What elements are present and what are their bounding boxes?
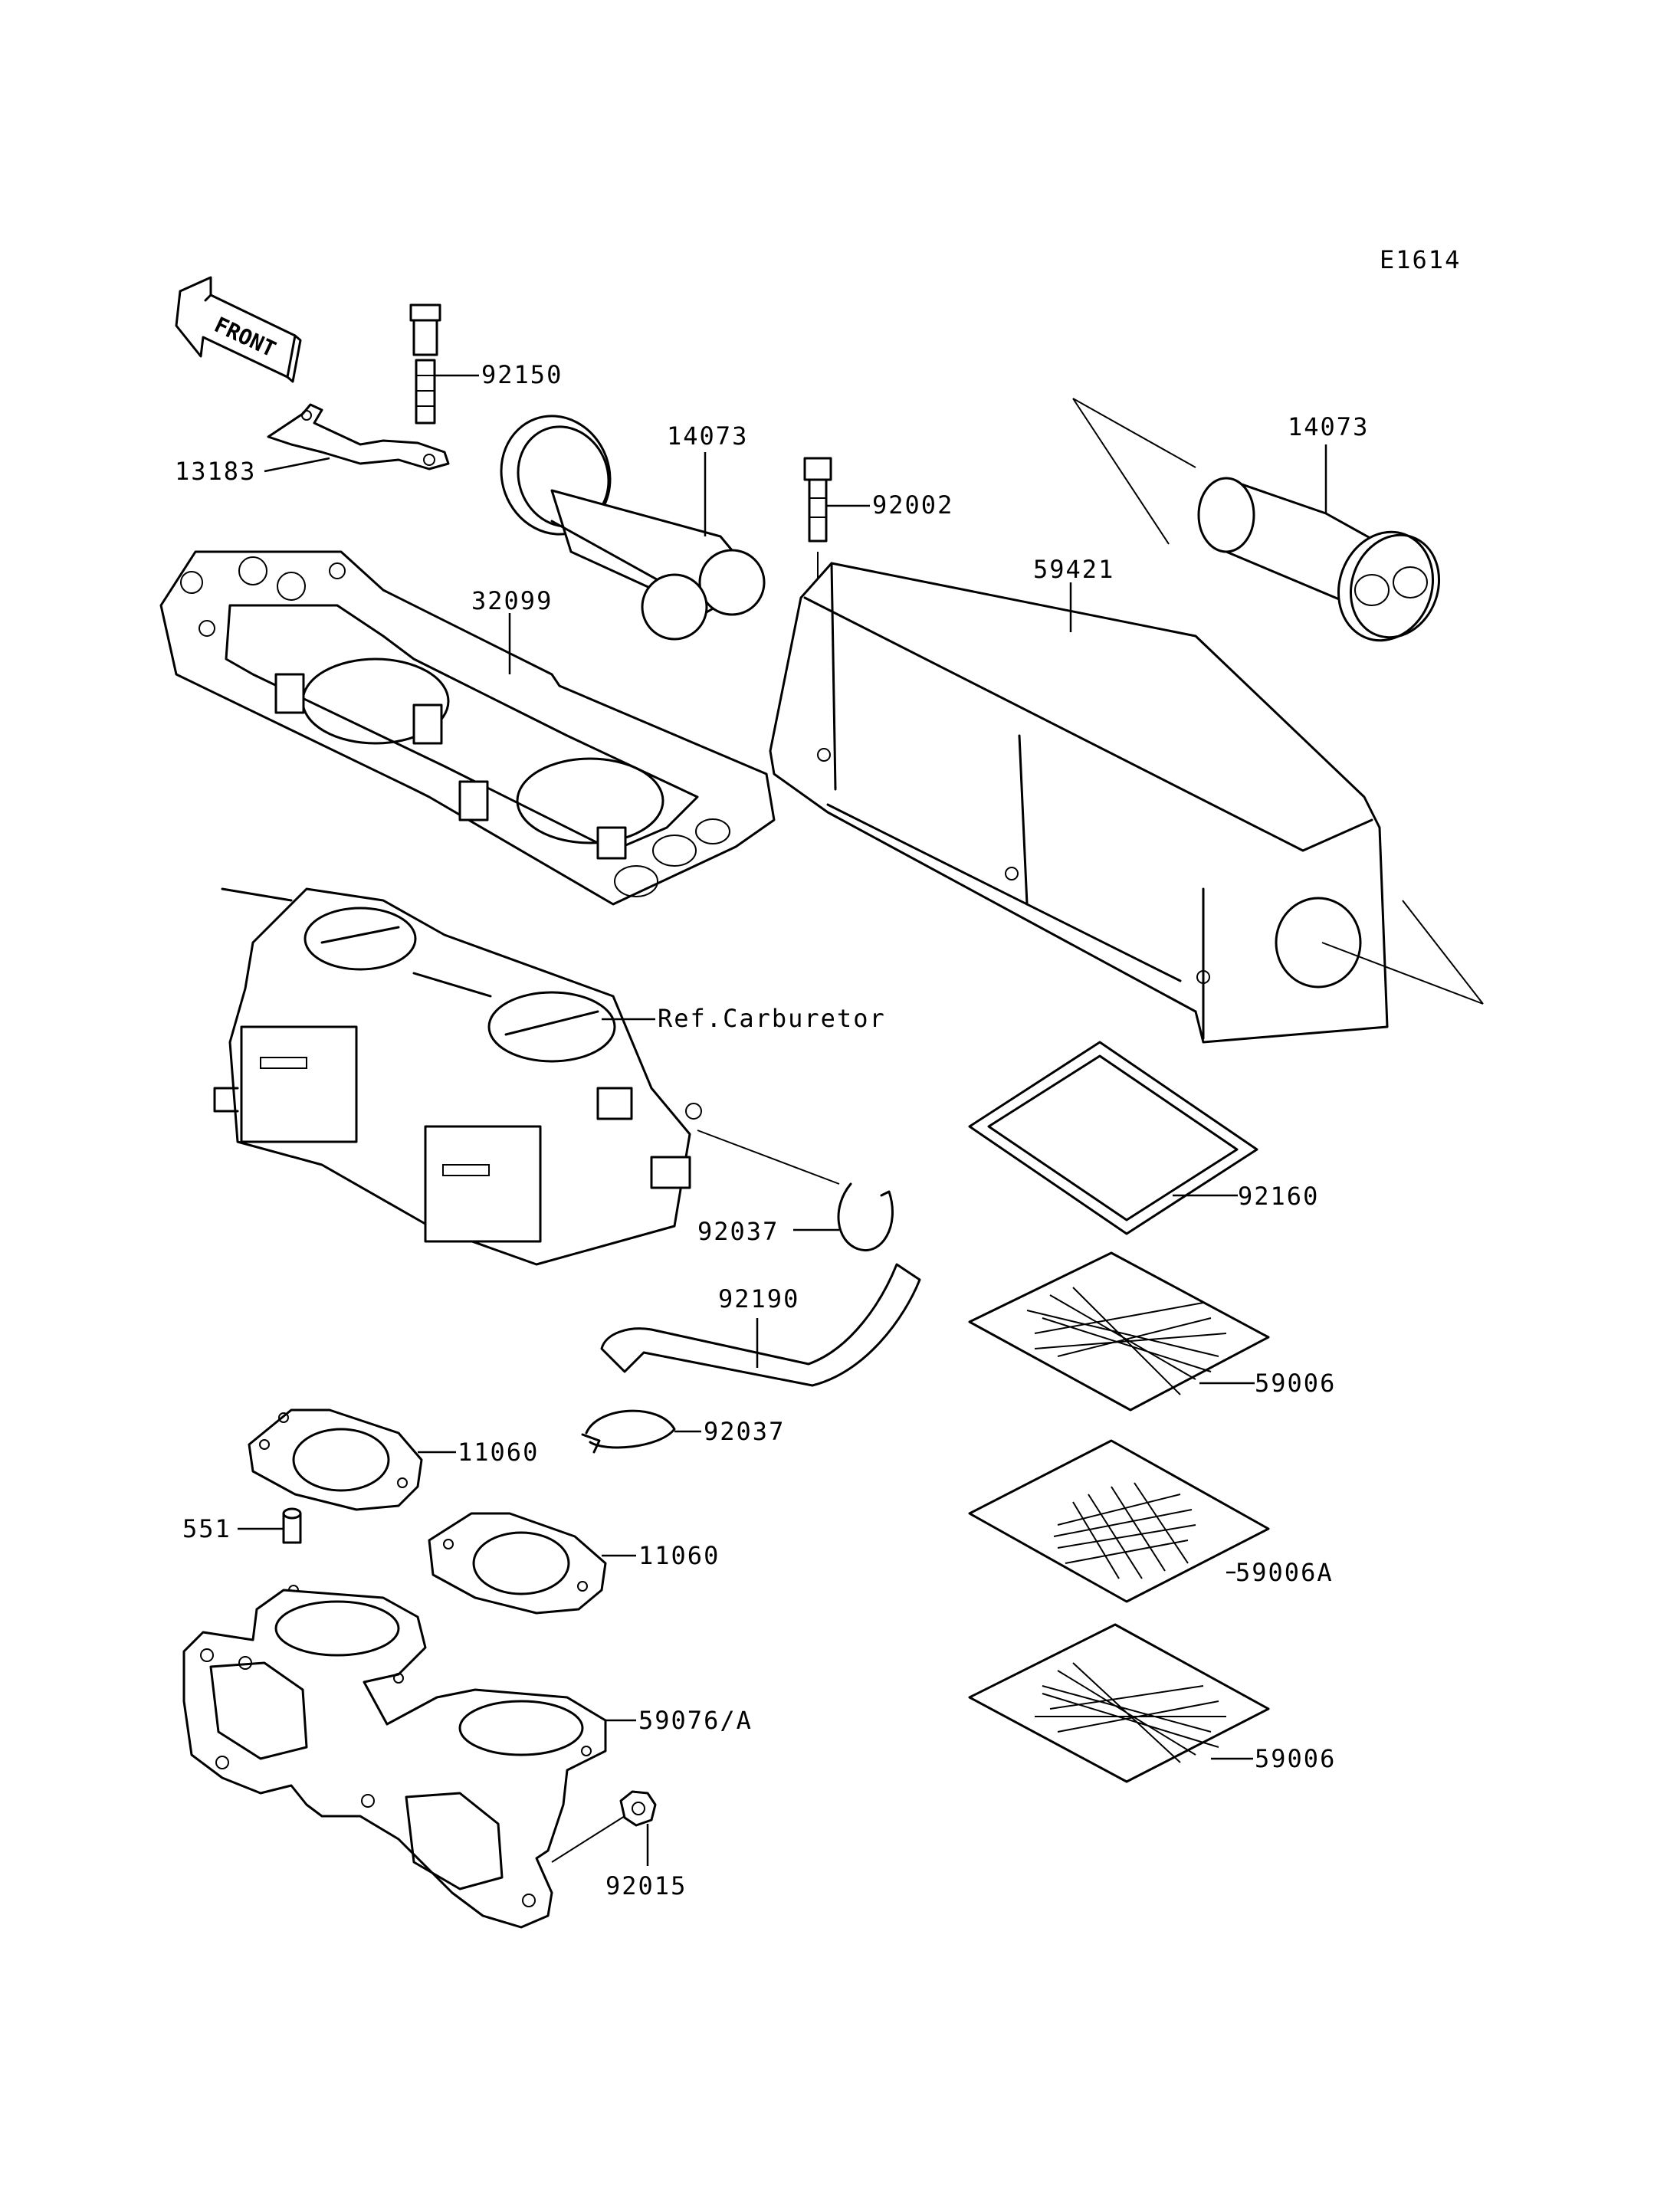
label-551: 551 (182, 1514, 231, 1543)
bracket-13183-icon (267, 403, 450, 471)
reed-screen-59006-bottom-icon (968, 1623, 1270, 1783)
label-92150: 92150 (481, 360, 563, 389)
label-11060-top: 11060 (458, 1438, 539, 1467)
guide-line-bottom-b (1321, 942, 1484, 1005)
label-92160: 92160 (1238, 1182, 1319, 1211)
reed-block-32099-icon (159, 550, 776, 906)
label-59006-bottom: 59006 (1255, 1744, 1336, 1773)
label-92015: 92015 (605, 1871, 687, 1900)
hose-92190-icon (600, 1263, 921, 1387)
gasket-11060-top-icon (248, 1408, 423, 1511)
label-59006A: 59006A (1235, 1558, 1334, 1587)
guide-line-top (1072, 398, 1170, 545)
label-59006-top: 59006 (1255, 1369, 1336, 1398)
label-14073-left: 14073 (667, 421, 748, 451)
leader-13183 (264, 457, 330, 473)
bolt-92150-icon (409, 303, 441, 425)
clamp-92037-top-icon (697, 1130, 894, 1251)
label-59421: 59421 (1033, 555, 1114, 584)
carburetor-assembly-icon (213, 887, 702, 1266)
label-92037-top: 92037 (697, 1217, 779, 1246)
front-arrow-icon: FRONT (175, 276, 302, 383)
label-59076A: 59076/A (638, 1706, 753, 1735)
clamp-92037-bottom-icon (581, 1409, 676, 1454)
label-11060-bottom: 11060 (638, 1541, 720, 1570)
label-92037-bottom: 92037 (704, 1417, 785, 1446)
label-ref-carburetor: Ref.Carburetor (658, 1004, 886, 1033)
label-13183: 13183 (175, 457, 256, 486)
label-92190: 92190 (718, 1284, 799, 1313)
gasket-92160-icon (968, 1041, 1258, 1235)
air-box-cover-59421-icon (769, 562, 1389, 1044)
label-32099: 32099 (471, 586, 553, 615)
reed-screen-59006-top-icon (968, 1251, 1270, 1412)
label-92002: 92002 (872, 490, 953, 520)
guide-line-top-b (1072, 398, 1196, 468)
intake-duct-14073-right-icon (1197, 477, 1441, 642)
reed-screen-59006A-icon (968, 1439, 1270, 1603)
diagram-code: E1614 (1380, 245, 1461, 274)
nut-92015-icon (551, 1790, 657, 1863)
label-14073-right: 14073 (1288, 412, 1369, 441)
intake-manifold-59076A-icon (182, 1589, 607, 1929)
guide-line-bottom (1402, 900, 1484, 1005)
pin-551-icon (282, 1507, 302, 1595)
intake-duct-14073-left-icon (500, 415, 766, 641)
gasket-11060-bottom-icon (428, 1512, 607, 1615)
